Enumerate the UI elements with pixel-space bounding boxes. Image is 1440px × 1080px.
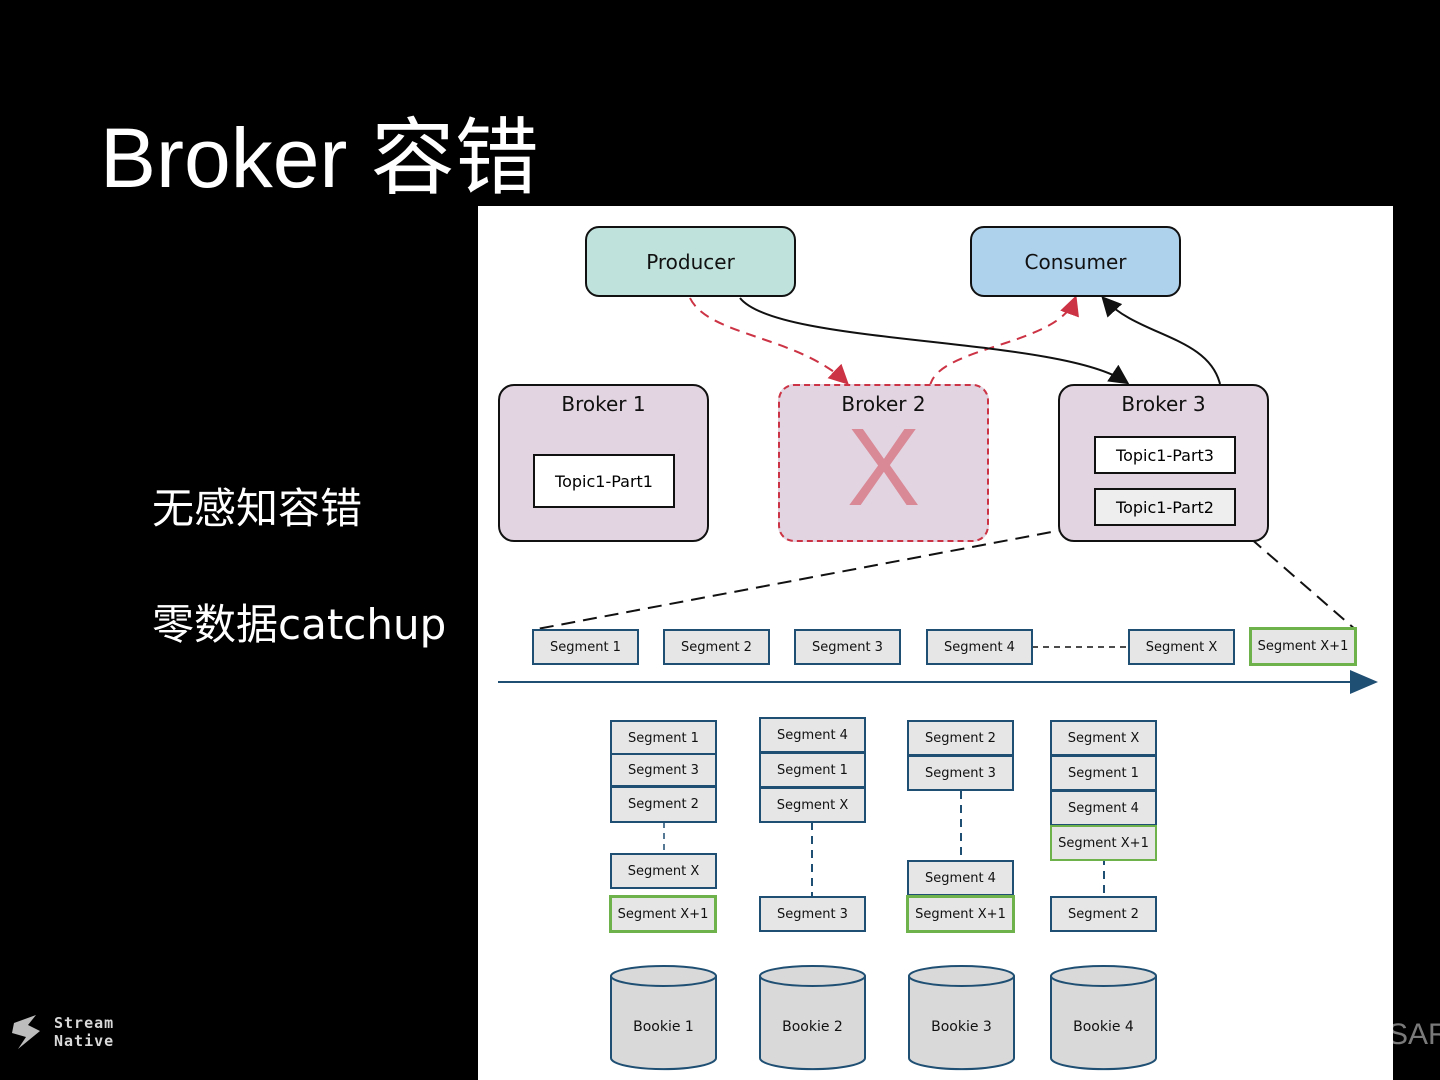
streamnative-logo: Stream Native bbox=[10, 1013, 120, 1053]
logo-text-native: Native bbox=[54, 1032, 115, 1050]
bookie-3-segment: Segment 2 bbox=[907, 720, 1014, 756]
bookie-2-storage: Bookie 2 bbox=[758, 964, 867, 1072]
consume-path bbox=[1101, 296, 1221, 385]
broker-1-label: Broker 1 bbox=[561, 392, 646, 416]
produce-path bbox=[739, 297, 1130, 385]
broker-1: Broker 1 Topic1-Part1 bbox=[498, 384, 709, 542]
timeline-segment-x-plus-1: Segment X+1 bbox=[1249, 627, 1357, 666]
topic1-part3: Topic1-Part3 bbox=[1094, 436, 1236, 474]
bookie-4-storage: Bookie 4 bbox=[1049, 964, 1158, 1072]
bookie-1-cylinder-icon bbox=[610, 965, 717, 1071]
logo-text-stream: Stream bbox=[54, 1014, 115, 1032]
producer-label: Producer bbox=[646, 250, 735, 274]
bookie-4-segment: Segment X bbox=[1050, 720, 1157, 756]
topic1-part2: Topic1-Part2 bbox=[1094, 488, 1236, 526]
bookie-2-segment: Segment X bbox=[759, 787, 866, 823]
bookie-4-segment: Segment 4 bbox=[1050, 790, 1157, 826]
timeline-segment-2: Segment 2 bbox=[663, 629, 770, 665]
broker-2-label: Broker 2 bbox=[841, 392, 926, 416]
broker-3: Broker 3 Topic1-Part3 Topic1-Part2 bbox=[1058, 384, 1269, 542]
bookie-3-label: Bookie 3 bbox=[931, 1019, 992, 1035]
bullet-seamless-failover: 无感知容错 bbox=[152, 484, 363, 533]
bookie-1-segment: Segment X bbox=[610, 853, 717, 889]
bookie-4-segment-new: Segment X+1 bbox=[1050, 825, 1157, 861]
timeline-segment-x: Segment X bbox=[1128, 629, 1235, 665]
bookie-2-cylinder-icon bbox=[759, 965, 866, 1071]
timeline-segment-3: Segment 3 bbox=[794, 629, 901, 665]
producer-node: Producer bbox=[585, 226, 796, 297]
broker-2-failed: Broker 2 X bbox=[778, 384, 989, 542]
timeline-segment-1: Segment 1 bbox=[532, 629, 639, 665]
failed-consume-path bbox=[929, 295, 1079, 387]
bookie-4-segment: Segment 2 bbox=[1050, 896, 1157, 932]
bullet-zero-data-catchup: 零数据catchup bbox=[152, 600, 447, 649]
corner-text: SAR bbox=[1388, 1018, 1440, 1051]
broker-3-label: Broker 3 bbox=[1121, 392, 1206, 416]
bookie-2-segment: Segment 3 bbox=[759, 896, 866, 932]
slide-title: Broker 容错 bbox=[100, 111, 539, 205]
bookie-1-segment: Segment 1 bbox=[610, 720, 717, 756]
timeline-segment-4: Segment 4 bbox=[926, 629, 1033, 665]
consumer-node: Consumer bbox=[970, 226, 1181, 297]
bookie-2-segment: Segment 1 bbox=[759, 752, 866, 788]
bookie-3-segment: Segment 3 bbox=[907, 755, 1014, 791]
zoom-line-left bbox=[531, 523, 1095, 631]
bookie-2-label: Bookie 2 bbox=[782, 1019, 843, 1035]
failure-x-mark: X bbox=[846, 406, 921, 529]
architecture-diagram: Producer Consumer Broker 1 Topic1-Part1 … bbox=[478, 206, 1393, 1080]
failed-produce-path bbox=[689, 297, 849, 385]
consumer-label: Consumer bbox=[1024, 250, 1127, 274]
bookie-1-segment-new: Segment X+1 bbox=[609, 895, 717, 933]
bookie-3-storage: Bookie 3 bbox=[907, 964, 1016, 1072]
bookie-2-segment: Segment 4 bbox=[759, 717, 866, 753]
bookie-3-segment: Segment 4 bbox=[907, 860, 1014, 896]
streamnative-logo-icon bbox=[12, 1015, 40, 1049]
bookie-1-segment: Segment 3 bbox=[610, 753, 717, 787]
bookie-1-storage: Bookie 1 bbox=[609, 964, 718, 1072]
bookie-4-cylinder-icon bbox=[1050, 965, 1157, 1071]
bookie-3-cylinder-icon bbox=[908, 965, 1015, 1071]
topic1-part1: Topic1-Part1 bbox=[533, 454, 675, 508]
bookie-3-segment-new: Segment X+1 bbox=[906, 895, 1015, 933]
bookie-4-segment: Segment 1 bbox=[1050, 755, 1157, 791]
bookie-1-label: Bookie 1 bbox=[633, 1019, 694, 1035]
bookie-1-segment: Segment 2 bbox=[610, 786, 717, 823]
bookie-4-label: Bookie 4 bbox=[1073, 1019, 1134, 1035]
